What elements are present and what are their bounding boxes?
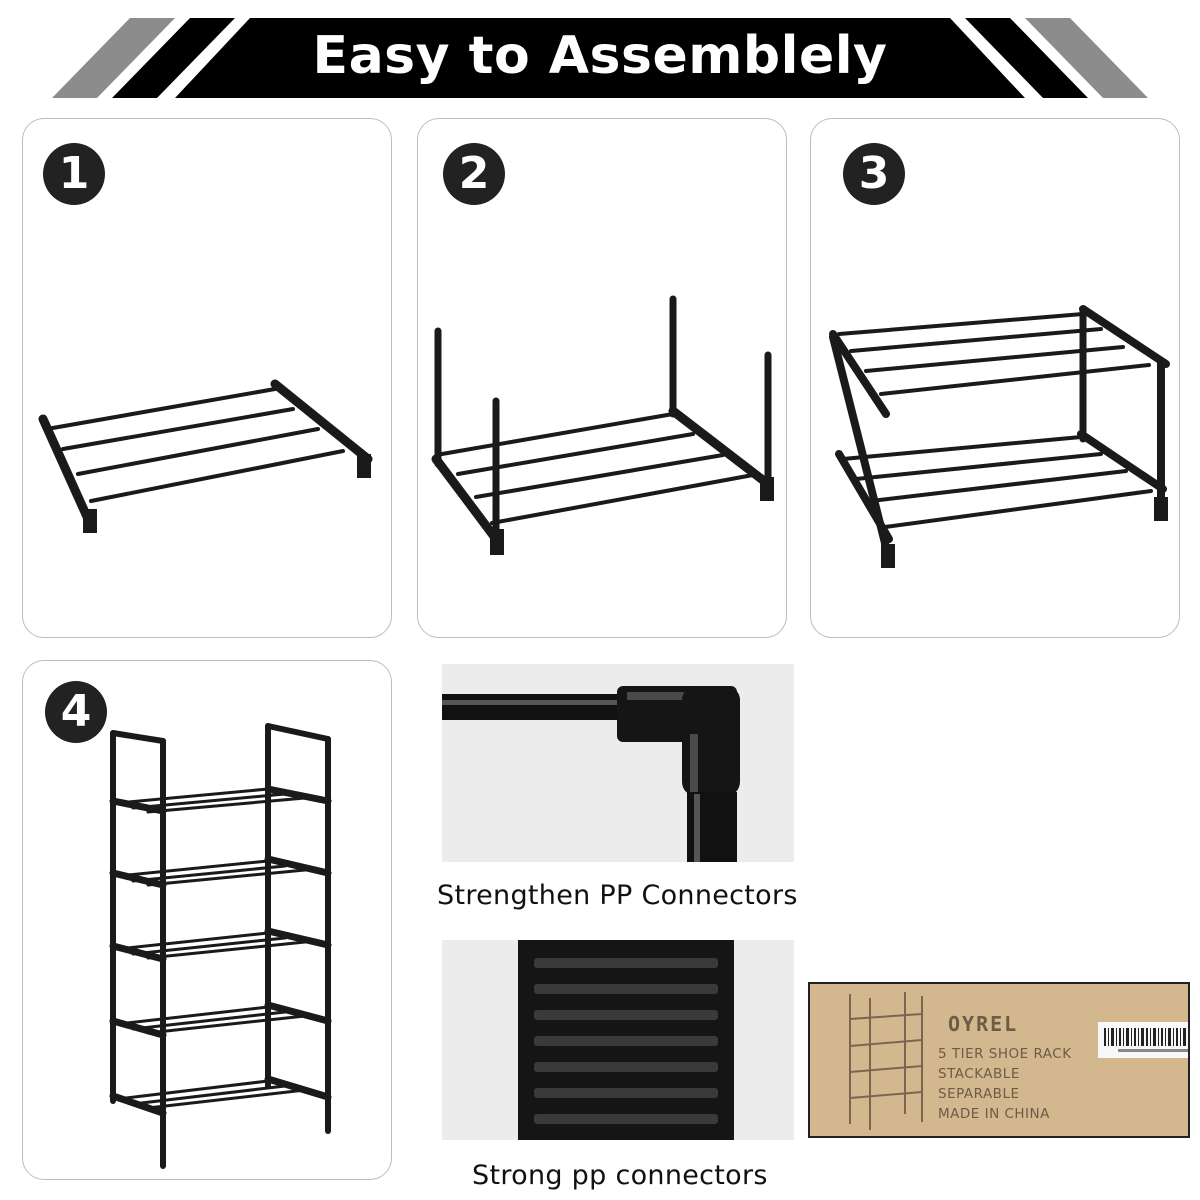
shelf-board-image xyxy=(518,940,734,1140)
package-box-photo: OYREL 5 TIER SHOE RACK STACKABLE SEPARAB… xyxy=(808,982,1190,1138)
two-tier-rack-illustration xyxy=(829,305,1170,568)
step-1-badge: 1 xyxy=(43,143,105,205)
barcode-label xyxy=(1098,1022,1188,1058)
connector-photo xyxy=(442,664,794,862)
step-1-panel: 1 xyxy=(22,118,392,638)
shelf-with-poles-illustration xyxy=(431,295,774,555)
step-2-panel: 2 xyxy=(417,118,787,638)
step-3-badge: 3 xyxy=(843,143,905,205)
step-2-badge: 2 xyxy=(443,143,505,205)
elbow-connector-image xyxy=(442,686,740,862)
banner-shape xyxy=(52,18,1148,98)
box-line-1: 5 TIER SHOE RACK xyxy=(938,1046,1072,1062)
connector-caption: Strengthen PP Connectors xyxy=(437,880,798,911)
box-line-2: STACKABLE xyxy=(938,1066,1020,1082)
box-line-4: MADE IN CHINA xyxy=(938,1106,1050,1122)
board-caption: Strong pp connectors xyxy=(472,1160,768,1191)
single-shelf-illustration xyxy=(38,379,373,533)
box-rack-outline xyxy=(849,992,923,1130)
five-tier-rack-illustration xyxy=(109,723,332,1169)
box-line-3: SEPARABLE xyxy=(938,1086,1020,1102)
box-brand: OYREL xyxy=(948,1012,1019,1036)
barcode-icon xyxy=(1104,1028,1188,1052)
step-4-badge: 4 xyxy=(45,681,107,743)
title-banner: Easy to Assemblely xyxy=(0,0,1200,110)
step-4-panel: 4 xyxy=(22,660,392,1180)
step-3-panel: 3 xyxy=(810,118,1180,638)
page-title: Easy to Assemblely xyxy=(312,26,888,86)
board-photo xyxy=(442,940,794,1140)
